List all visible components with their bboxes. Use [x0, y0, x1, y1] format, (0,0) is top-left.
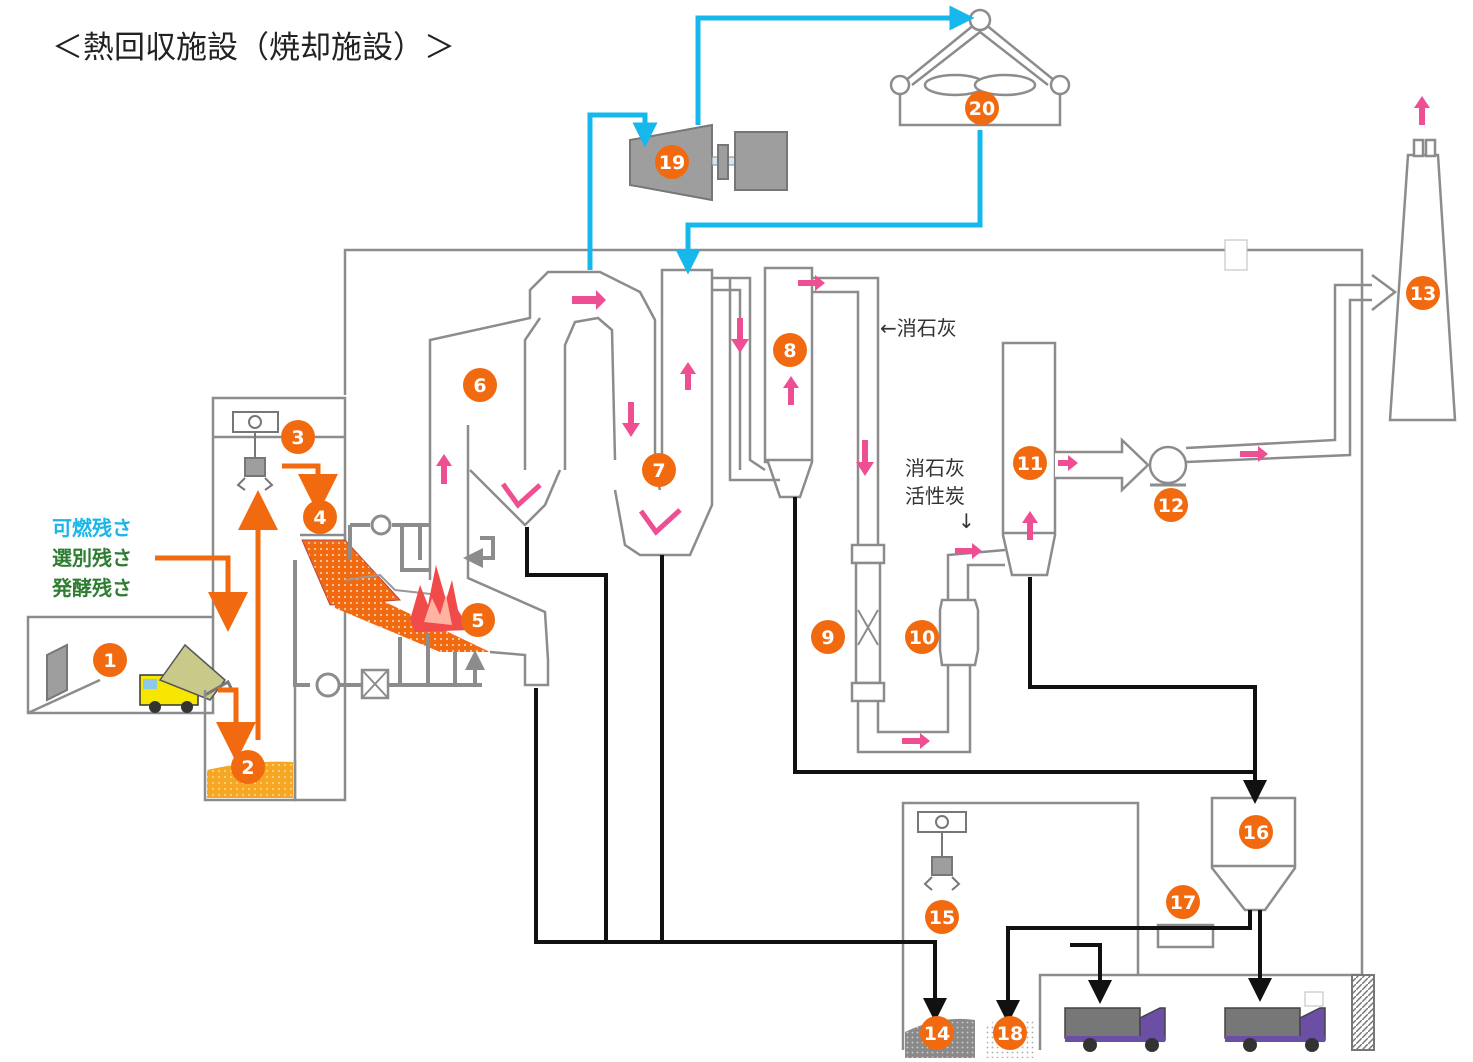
waste-to-pit-arrow	[216, 687, 256, 762]
waste-pit-building	[211, 396, 347, 802]
ash-truck-left	[1064, 1007, 1166, 1052]
fly-ash-line-2	[1028, 577, 1257, 772]
number-badge-5: 5	[461, 603, 495, 637]
boiler-hopper	[613, 268, 714, 557]
input-label-fermentation-residue: 発酵残さ	[51, 576, 132, 600]
catalytic-reactor	[854, 561, 882, 685]
waste-feeder	[301, 539, 402, 606]
number-badge-10: 10	[905, 620, 939, 654]
incinerator-grate	[330, 570, 490, 652]
induced-draft-fan-icon	[1148, 445, 1188, 485]
delivery-truck	[139, 643, 227, 713]
svg-text:1: 1	[103, 650, 116, 672]
svg-text:9: 9	[821, 627, 834, 649]
condensate-return-line	[675, 130, 983, 275]
building-wall	[1351, 974, 1375, 1051]
number-badge-20: 20	[965, 91, 999, 125]
svg-text:20: 20	[969, 98, 995, 120]
hopper-feed-arrow	[282, 463, 338, 514]
svg-text:12: 12	[1158, 495, 1184, 517]
recirculation-arrow-2	[638, 508, 682, 536]
stack-duct	[1185, 283, 1380, 464]
number-badge-11: 11	[1013, 446, 1047, 480]
gas-flow-arrows	[436, 96, 1430, 749]
number-badge-14: 14	[920, 1016, 954, 1050]
number-badge-16: 16	[1239, 815, 1273, 849]
steam-line-turbine-to-condenser	[695, 5, 975, 125]
svg-text:8: 8	[783, 340, 796, 362]
number-badge-13: 13	[1406, 276, 1440, 310]
generator	[734, 131, 788, 191]
waste-input-arrow	[155, 555, 248, 632]
svg-text:16: 16	[1243, 822, 1269, 844]
secondary-air-fan-icon	[370, 514, 392, 536]
svg-text:11: 11	[1017, 453, 1043, 475]
building-outline	[343, 248, 1364, 1050]
svg-text:10: 10	[909, 627, 935, 649]
input-label-sorting-residue: 選別残さ	[52, 546, 132, 570]
number-badge-3: 3	[281, 420, 315, 454]
ash-crane-bucket	[931, 856, 953, 876]
fly-ash-line-1	[793, 497, 1267, 804]
svg-text:18: 18	[997, 1023, 1023, 1045]
svg-text:19: 19	[659, 152, 685, 174]
pit-to-truck-line	[1070, 943, 1112, 1004]
down-arrow-glyph: ↓	[958, 509, 975, 533]
treated-ash-line	[996, 910, 1252, 1024]
number-badge-19: 19	[655, 145, 689, 179]
slaked-lime-label-2: 消石灰	[905, 456, 965, 480]
heat-exchanger	[938, 598, 980, 667]
number-badge-12: 12	[1154, 488, 1188, 522]
ash-line-to-pit	[534, 688, 947, 1022]
crane-bucket	[244, 457, 266, 477]
svg-text:13: 13	[1410, 283, 1436, 305]
fly-ash-silo	[1210, 796, 1297, 912]
number-badge-18: 18	[993, 1016, 1027, 1050]
svg-text:2: 2	[241, 757, 254, 779]
air-cooled-condenser	[889, 8, 1071, 127]
svg-text:3: 3	[291, 427, 304, 449]
number-badge-2: 2	[231, 750, 265, 784]
furnace-upper	[428, 270, 657, 580]
furnace-wall	[466, 425, 550, 687]
number-badge-6: 6	[463, 368, 497, 402]
svg-text:17: 17	[1170, 892, 1196, 914]
forced-draft-fan-icon	[315, 672, 341, 698]
svg-text:7: 7	[652, 460, 665, 482]
steam-line-boiler-to-turbine	[587, 112, 658, 270]
number-badge-7: 7	[642, 453, 676, 487]
flame-icon	[410, 565, 470, 632]
diagram-title: ＜熱回収施設（焼却施設）＞	[52, 30, 455, 66]
ash-truck-right	[1224, 991, 1326, 1052]
crane-trolley	[232, 411, 279, 433]
svg-text:5: 5	[471, 610, 484, 632]
svg-text:14: 14	[924, 1023, 950, 1045]
recirculation-arrow-1	[500, 482, 542, 509]
window-marker	[1224, 239, 1248, 271]
ash-kneader	[1156, 923, 1215, 949]
svg-text:15: 15	[929, 907, 955, 929]
ash-line-1	[525, 527, 608, 942]
activated-carbon-label: 活性炭	[905, 484, 965, 508]
ash-building	[901, 801, 1140, 1050]
input-label-combustible-residue: 可燃残さ	[52, 516, 132, 540]
number-badge-1: 1	[93, 643, 127, 677]
svg-text:4: 4	[313, 507, 326, 529]
number-badge-9: 9	[811, 620, 845, 654]
bag-filter-1	[763, 266, 814, 499]
number-badge-15: 15	[925, 900, 959, 934]
number-badge-17: 17	[1166, 885, 1200, 919]
number-badge-8: 8	[773, 333, 807, 367]
number-badge-4: 4	[303, 500, 337, 534]
slaked-lime-label-1: ←消石灰	[880, 316, 957, 340]
receiving-door	[46, 643, 68, 702]
svg-text:6: 6	[473, 375, 486, 397]
